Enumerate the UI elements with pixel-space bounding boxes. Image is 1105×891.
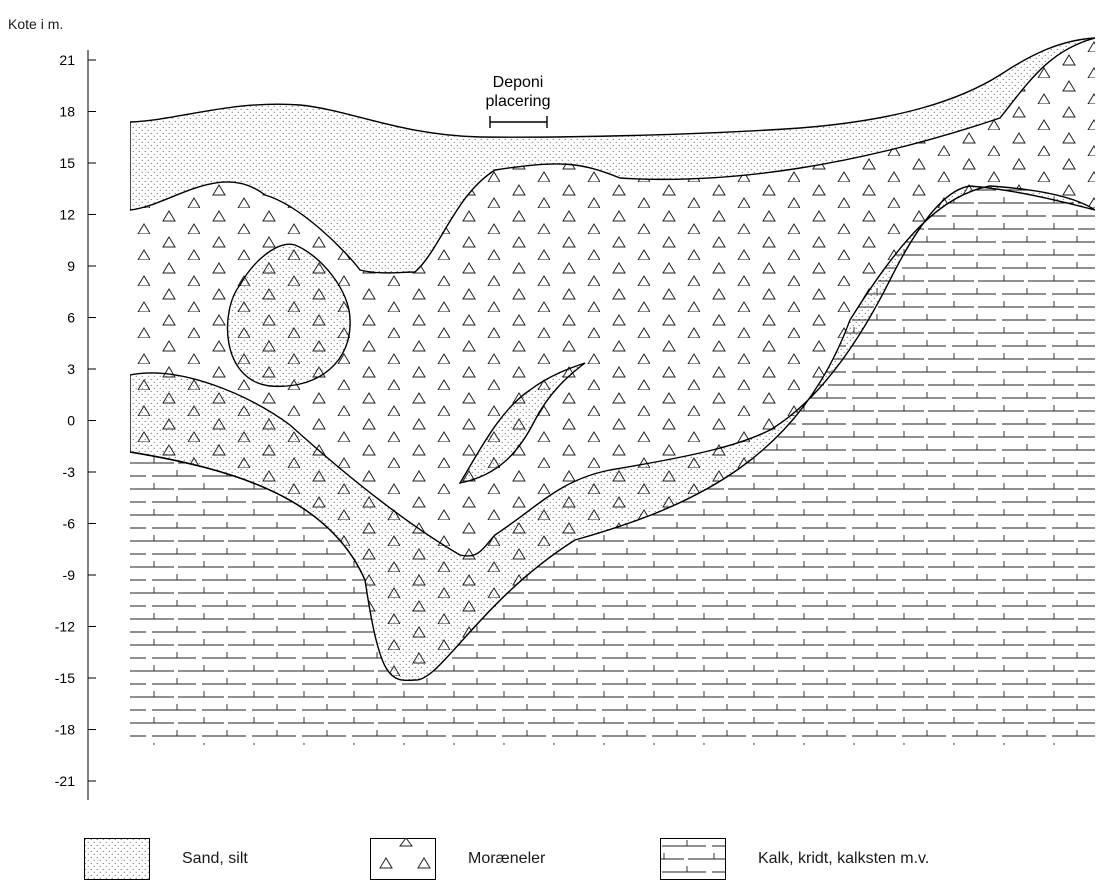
sand-swatch <box>84 838 150 880</box>
sand-top-layer <box>130 37 1095 274</box>
y-tick-label: 21 <box>59 52 75 68</box>
y-axis: 21 18 15 12 9 6 3 0 -3 -6 -9 -12 -15 -18 -21 <box>55 50 96 800</box>
deposit-location-marker: Deponi placering <box>486 74 551 128</box>
y-tick-label: 12 <box>59 207 75 223</box>
sand-lens-oval <box>226 243 351 388</box>
legend-item-moraine: Moræneler <box>370 838 545 880</box>
legend-item-limestone: Kalk, kridt, kalksten m.v. <box>660 838 929 880</box>
limestone-swatch <box>660 838 726 880</box>
y-tick-label: 0 <box>67 413 75 429</box>
legend-item-sand: Sand, silt <box>84 838 248 880</box>
y-tick-label: -18 <box>55 722 75 738</box>
annotation-placering: placering <box>486 93 551 110</box>
sand-lens-streak <box>458 362 586 484</box>
moraine-swatch <box>370 838 436 880</box>
legend: Sand, silt Moræneler Kalk, kridt, kalkst… <box>0 838 1105 886</box>
legend-label-sand: Sand, silt <box>182 850 248 867</box>
y-tick-label: 3 <box>67 361 75 377</box>
y-tick-label: 6 <box>67 310 75 326</box>
y-axis-title: Kote i m. <box>8 16 64 32</box>
y-tick-label: -12 <box>55 619 75 635</box>
y-tick-label: 18 <box>59 104 75 120</box>
y-tick-label: -9 <box>63 567 76 583</box>
y-tick-label: 15 <box>59 155 75 171</box>
y-tick-label: -21 <box>55 773 75 789</box>
y-tick-label: -6 <box>63 516 76 532</box>
y-tick-label: -15 <box>55 670 75 686</box>
legend-label-moraine: Moræneler <box>468 850 546 867</box>
y-axis-ticks <box>88 59 96 782</box>
sand-lower-channel <box>130 185 1095 682</box>
legend-label-limestone: Kalk, kridt, kalksten m.v. <box>758 850 930 867</box>
y-tick-label: 9 <box>67 258 75 274</box>
y-tick-label: -3 <box>63 464 76 480</box>
y-axis-tick-labels: 21 18 15 12 9 6 3 0 -3 -6 -9 -12 -15 -18 -21 <box>55 52 75 789</box>
annotation-deponi: Deponi <box>493 74 544 91</box>
strata <box>130 37 1095 745</box>
